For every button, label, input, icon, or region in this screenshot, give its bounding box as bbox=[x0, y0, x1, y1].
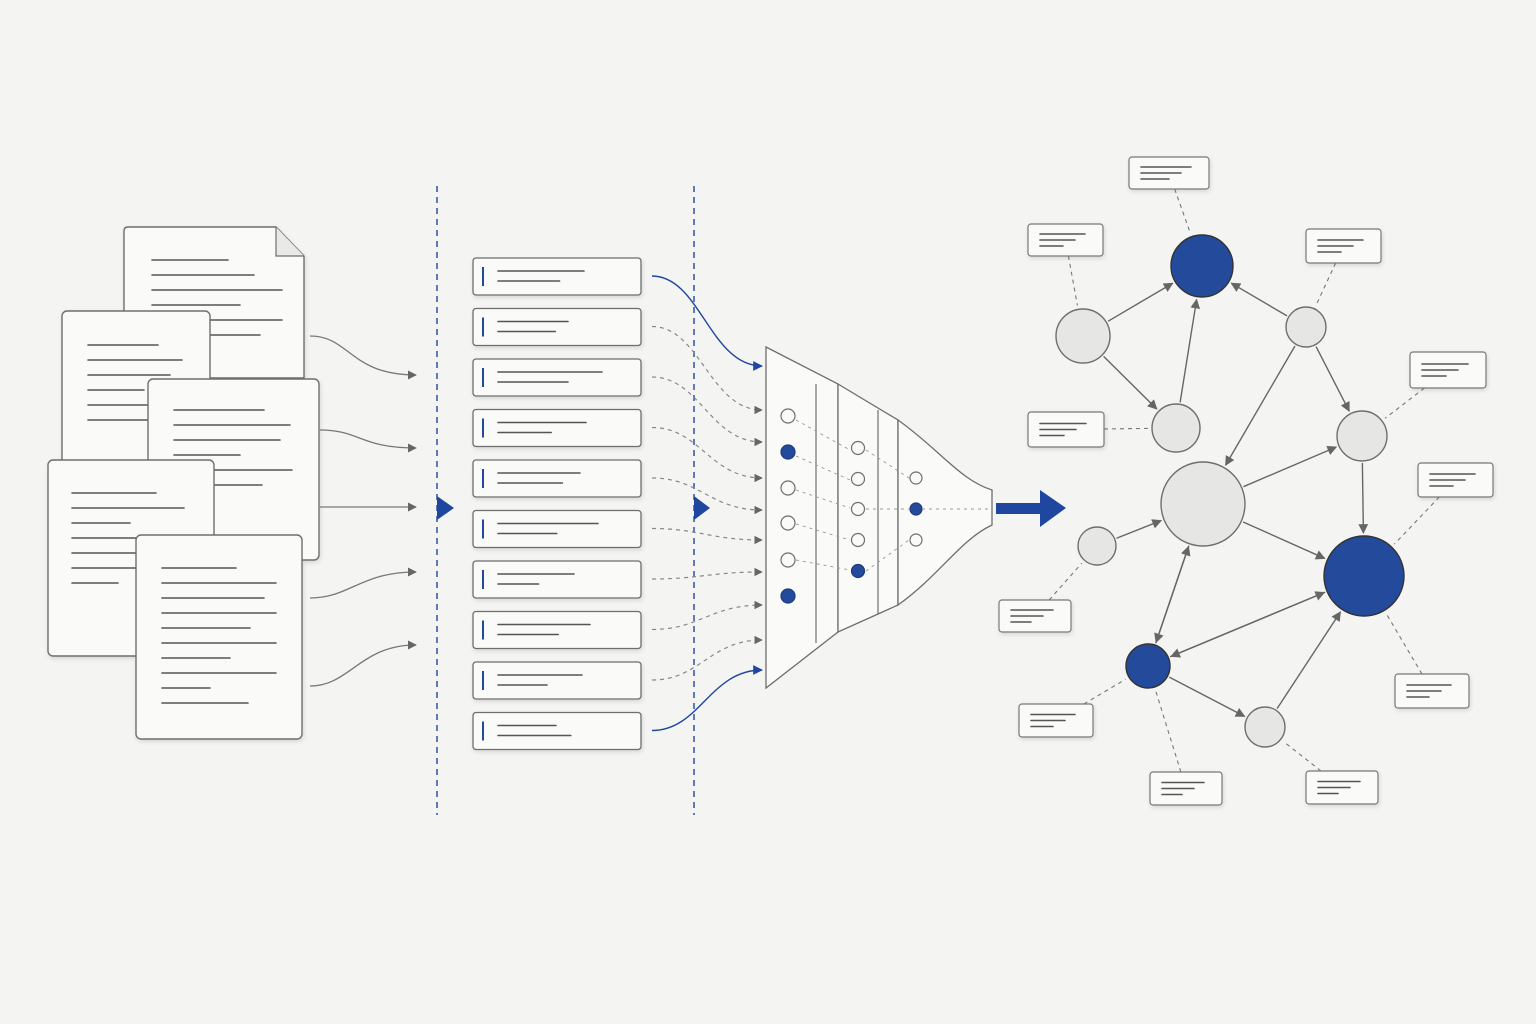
chunk-connector bbox=[651, 325, 763, 415]
arrow-right-icon bbox=[694, 496, 710, 520]
chunk-icon bbox=[472, 358, 642, 397]
graph-edge bbox=[1243, 445, 1338, 488]
graph-edge bbox=[1225, 345, 1296, 466]
label-leader bbox=[1155, 690, 1182, 773]
graph-node-icon bbox=[1055, 308, 1111, 364]
chunk-connector bbox=[651, 477, 763, 515]
chunk-connector bbox=[651, 567, 763, 580]
label-card-icon bbox=[1128, 156, 1210, 190]
embedding-funnel bbox=[765, 345, 993, 690]
chunk-connector bbox=[651, 600, 763, 631]
graph-edge bbox=[1276, 611, 1342, 709]
chunk-icon bbox=[472, 459, 642, 498]
graph-edge bbox=[1179, 298, 1201, 403]
funnel-layer-2 bbox=[837, 382, 899, 634]
label-card-icon bbox=[1027, 411, 1105, 448]
label-card-icon bbox=[1305, 770, 1379, 805]
label-leader bbox=[1067, 255, 1078, 306]
chunk-icon bbox=[472, 509, 642, 549]
graph-edge bbox=[1230, 282, 1288, 317]
chunk-connector bbox=[651, 426, 763, 483]
chunk-icon bbox=[472, 610, 642, 650]
chunk-connector bbox=[651, 665, 763, 732]
label-leader bbox=[1283, 741, 1322, 772]
chunk-icon bbox=[472, 711, 642, 751]
chunk-icon bbox=[472, 661, 642, 700]
label-card-icon bbox=[1305, 228, 1382, 264]
label-card-icon bbox=[1409, 351, 1487, 389]
label-card-icon bbox=[1394, 673, 1470, 709]
chunk-connectors bbox=[651, 275, 763, 732]
label-card-icon bbox=[1149, 771, 1223, 806]
label-leader bbox=[1103, 427, 1149, 430]
graph-edge bbox=[1315, 346, 1350, 412]
text-chunks bbox=[472, 257, 642, 751]
label-card-icon bbox=[1417, 462, 1494, 498]
output-arrow bbox=[996, 490, 1066, 527]
graph-edge bbox=[1168, 676, 1246, 717]
chunk-connector bbox=[651, 275, 763, 371]
graph-edge bbox=[1170, 591, 1326, 658]
graph-node-icon bbox=[1285, 306, 1327, 348]
chunk-icon bbox=[472, 408, 642, 448]
label-leader bbox=[1315, 262, 1337, 306]
graph-node-icon bbox=[1244, 706, 1286, 748]
label-leader bbox=[1385, 613, 1423, 675]
funnel-layer-1 bbox=[765, 345, 839, 690]
label-card-icon bbox=[1027, 223, 1104, 257]
graph-node-icon bbox=[1125, 643, 1171, 689]
document-connectors bbox=[309, 335, 417, 687]
chunk-connector bbox=[651, 635, 763, 681]
document-icon bbox=[135, 534, 303, 740]
graph-edge bbox=[1107, 282, 1174, 322]
label-leader bbox=[1048, 562, 1083, 601]
label-card-icon bbox=[998, 599, 1072, 633]
label-card-icon bbox=[1018, 703, 1094, 738]
stage-divider bbox=[436, 186, 454, 815]
funnel-layer-3 bbox=[897, 418, 993, 607]
graph-node-icon bbox=[1077, 526, 1117, 566]
graph-edge bbox=[1103, 355, 1158, 410]
graph-edge bbox=[1242, 521, 1326, 560]
arrow-right-icon bbox=[437, 496, 454, 520]
graph-node-icon bbox=[1336, 410, 1388, 462]
graph-node-icon bbox=[1170, 234, 1234, 298]
chunk-icon bbox=[472, 560, 642, 599]
graph-node-icon bbox=[1160, 461, 1246, 547]
source-documents bbox=[47, 226, 320, 740]
chunk-icon bbox=[472, 257, 642, 296]
label-leader bbox=[1174, 188, 1191, 234]
label-leader bbox=[1384, 387, 1425, 419]
graph-edge bbox=[1116, 519, 1163, 539]
chunk-connector bbox=[651, 376, 763, 447]
chunk-icon bbox=[472, 307, 642, 347]
label-leader bbox=[1393, 496, 1440, 545]
graph-node-icon bbox=[1323, 535, 1405, 617]
stage-divider bbox=[693, 186, 710, 815]
chunk-connector bbox=[651, 527, 763, 545]
graph-edge bbox=[1358, 462, 1369, 534]
label-leader bbox=[1083, 678, 1126, 705]
arrow-right-icon bbox=[1040, 490, 1066, 527]
graph-edge bbox=[1155, 545, 1191, 644]
knowledge-graph bbox=[998, 156, 1494, 806]
graph-node-icon bbox=[1151, 403, 1201, 453]
